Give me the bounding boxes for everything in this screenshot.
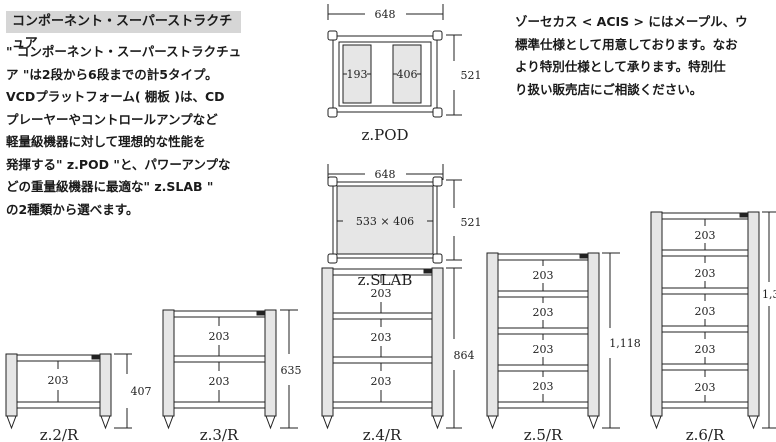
options-text: ゾーセカス < ACIS > にはメープル、ウ 標準仕様として用意しております。…	[515, 11, 776, 101]
shelf-spacing-label: 203	[695, 267, 716, 280]
slab-width-label: 648	[375, 168, 396, 181]
shelf-spacing-label: 203	[533, 306, 554, 319]
rack-4-height-label: 864	[454, 349, 475, 362]
rack-3-diagram	[162, 309, 298, 430]
rack-2-height-label: 407	[131, 385, 152, 398]
description-line: どの重量級機器に最適な" z.SLAB "	[6, 179, 214, 194]
rack-6-height-label: 1,3	[762, 288, 776, 301]
slab-diagram	[327, 164, 462, 264]
shelf-spacing-label: 203	[533, 269, 554, 282]
shelf-spacing-label: 203	[695, 229, 716, 242]
section-heading: コンポーネント・スーパーストラクチュア	[6, 11, 241, 51]
shelf-spacing-label: 203	[695, 343, 716, 356]
description-text: " コンポーネント・スーパーストラクチュ ア "は2段から6段までの計5タイプ。…	[6, 41, 244, 221]
shelf-spacing-label: 203	[48, 374, 69, 387]
shelf-spacing-label: 203	[371, 287, 392, 300]
shelf-spacing-label: 203	[533, 380, 554, 393]
shelf-spacing-label: 203	[695, 305, 716, 318]
pod-diagram	[327, 4, 462, 118]
rack-5-diagram	[486, 252, 620, 430]
rack-2-diagram	[5, 353, 132, 430]
rack-6-diagram	[650, 211, 776, 430]
options-line: り扱い販売店にご相談ください。	[515, 81, 703, 97]
description-line: プレーヤーやコントロールアンプなど	[6, 111, 218, 127]
shelf-spacing-label: 203	[209, 330, 230, 343]
description-line: 軽量級機器に対して理想的な性能を	[6, 134, 206, 149]
shelf-spacing-label: 203	[371, 375, 392, 388]
rack-6-caption: z.6/R	[686, 426, 725, 442]
rack-5-height-label: 1,118	[609, 337, 641, 350]
pod-width-label: 648	[375, 8, 396, 21]
shelf-spacing-label: 203	[695, 381, 716, 394]
slab-height-label: 521	[461, 216, 482, 229]
rack-4-diagram	[321, 267, 462, 430]
shelf-spacing-label: 203	[533, 343, 554, 356]
rack-4-caption: z.4/R	[363, 426, 402, 442]
description-line: " コンポーネント・スーパーストラクチュ	[6, 44, 242, 59]
pod-height-label: 521	[461, 69, 482, 82]
description-line: VCDプラットフォーム( 棚板 )は、CD	[6, 89, 225, 104]
slab-caption: z.SLAB	[358, 271, 413, 289]
rack-2-caption: z.2/R	[40, 426, 79, 442]
rack-3-caption: z.3/R	[200, 426, 239, 442]
pod-right-label: 406	[397, 68, 418, 81]
rack-3-height-label: 635	[281, 364, 302, 377]
shelf-spacing-label: 203	[209, 375, 230, 388]
pod-left-label: 193	[347, 68, 368, 81]
description-line: ア "は2段から6段までの計5タイプ。	[6, 66, 218, 82]
pod-caption: z.POD	[361, 126, 408, 144]
description-line: の2種類から選べます。	[6, 201, 139, 217]
options-line: より特別仕様として承ります。特別仕	[515, 59, 726, 74]
description-line: 発揮する" z.POD "と、パワーアンプな	[6, 156, 231, 172]
slab-inner-label: 533 × 406	[356, 215, 414, 228]
shelf-spacing-label: 203	[371, 331, 392, 344]
rack-5-caption: z.5/R	[524, 426, 563, 442]
options-line: ゾーセカス < ACIS > にはメープル、ウ	[515, 14, 748, 29]
options-line: 標準仕様として用意しております。なお	[515, 36, 738, 52]
